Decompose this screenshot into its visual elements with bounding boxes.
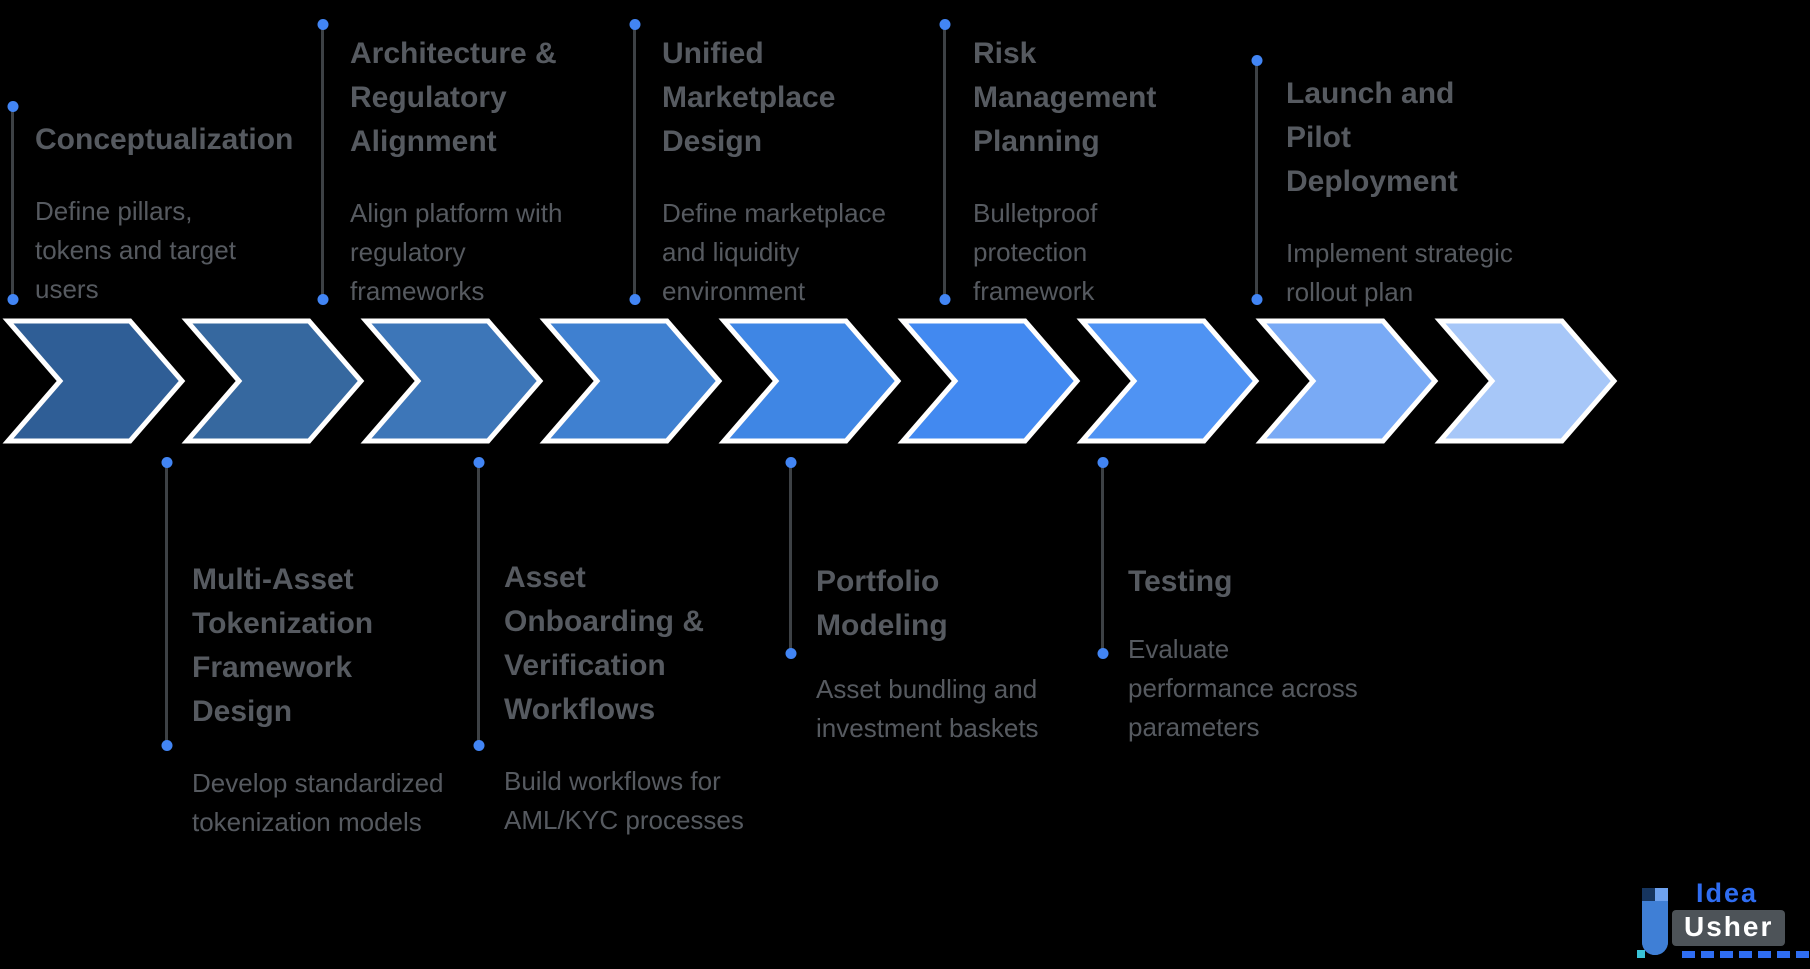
logo-u-glyph bbox=[1637, 888, 1668, 958]
connector-line bbox=[1101, 462, 1104, 654]
phase-asset-onboarding-verification: Asset Onboarding & Verification Workflow… bbox=[504, 556, 764, 840]
connector-line bbox=[943, 24, 946, 300]
connector-line bbox=[321, 24, 324, 300]
phase-launch-pilot-deployment: Launch and Pilot Deployment Implement st… bbox=[1286, 72, 1551, 312]
phase-description: Define pillars, tokens and target users bbox=[35, 196, 236, 304]
phase-conceptualization: Conceptualization Define pillars, tokens… bbox=[35, 118, 335, 309]
chevron-arrow bbox=[1255, 318, 1439, 444]
chevron-arrow bbox=[718, 318, 902, 444]
logo-square-dark bbox=[1642, 888, 1655, 901]
phase-description: Implement strategic rollout plan bbox=[1286, 238, 1513, 307]
chevron-arrow bbox=[897, 318, 1081, 444]
connector-line bbox=[11, 106, 14, 300]
phase-testing: Testing Evaluate performance across para… bbox=[1128, 560, 1388, 747]
phase-multi-asset-tokenization-framework: Multi-Asset Tokenization Framework Desig… bbox=[192, 558, 477, 842]
logo-square-teal bbox=[1637, 950, 1645, 958]
phase-unified-marketplace-design: Unified Marketplace Design Define market… bbox=[662, 32, 912, 311]
phase-description: Asset bundling and investment baskets bbox=[816, 674, 1039, 743]
phase-risk-management-planning: Risk Management Planning Bulletproof pro… bbox=[973, 32, 1223, 311]
phase-description: Evaluate performance across parameters bbox=[1128, 634, 1358, 742]
phase-title: Unified Marketplace Design bbox=[662, 37, 836, 158]
chevron-arrow bbox=[1076, 318, 1260, 444]
phase-title: Testing bbox=[1128, 565, 1233, 598]
phase-title: Asset Onboarding & Verification Workflow… bbox=[504, 561, 704, 726]
phase-title: Portfolio Modeling bbox=[816, 565, 948, 642]
connector-line bbox=[1255, 60, 1258, 300]
phase-description: Define marketplace and liquidity environ… bbox=[662, 198, 886, 306]
idea-usher-logo: Idea Usher bbox=[1637, 880, 1810, 966]
chevron-arrow bbox=[1434, 318, 1618, 444]
connector-line bbox=[165, 462, 168, 746]
logo-text: Idea Usher bbox=[1672, 880, 1810, 958]
logo-brand-usher: Usher bbox=[1672, 910, 1786, 946]
phase-title: Architecture & Regulatory Alignment bbox=[350, 37, 557, 158]
logo-brand-idea: Idea bbox=[1696, 878, 1759, 908]
chevron-arrow bbox=[539, 318, 723, 444]
phase-description: Align platform with regulatory framework… bbox=[350, 198, 563, 306]
phase-architecture-regulatory-alignment: Architecture & Regulatory Alignment Alig… bbox=[350, 32, 600, 311]
logo-square-light bbox=[1655, 888, 1668, 901]
phase-title: Multi-Asset Tokenization Framework Desig… bbox=[192, 563, 374, 728]
phase-portfolio-modeling: Portfolio Modeling Asset bundling and in… bbox=[816, 560, 1091, 748]
phase-description: Develop standardized tokenization models bbox=[192, 768, 444, 837]
process-chevrons bbox=[2, 318, 1618, 444]
phase-description: Bulletproof protection framework bbox=[973, 198, 1098, 306]
chevron-arrow bbox=[2, 318, 186, 444]
phase-title: Conceptualization bbox=[35, 123, 294, 156]
connector-line bbox=[477, 462, 480, 746]
phase-description: Build workflows for AML/KYC processes bbox=[504, 766, 744, 835]
chevron-arrow bbox=[181, 318, 365, 444]
logo-tagline-bar bbox=[1682, 951, 1810, 958]
chevron-arrow bbox=[360, 318, 544, 444]
phase-title: Launch and Pilot Deployment bbox=[1286, 77, 1458, 198]
phase-title: Risk Management Planning bbox=[973, 37, 1157, 158]
connector-line bbox=[633, 24, 636, 300]
connector-line bbox=[789, 462, 792, 654]
